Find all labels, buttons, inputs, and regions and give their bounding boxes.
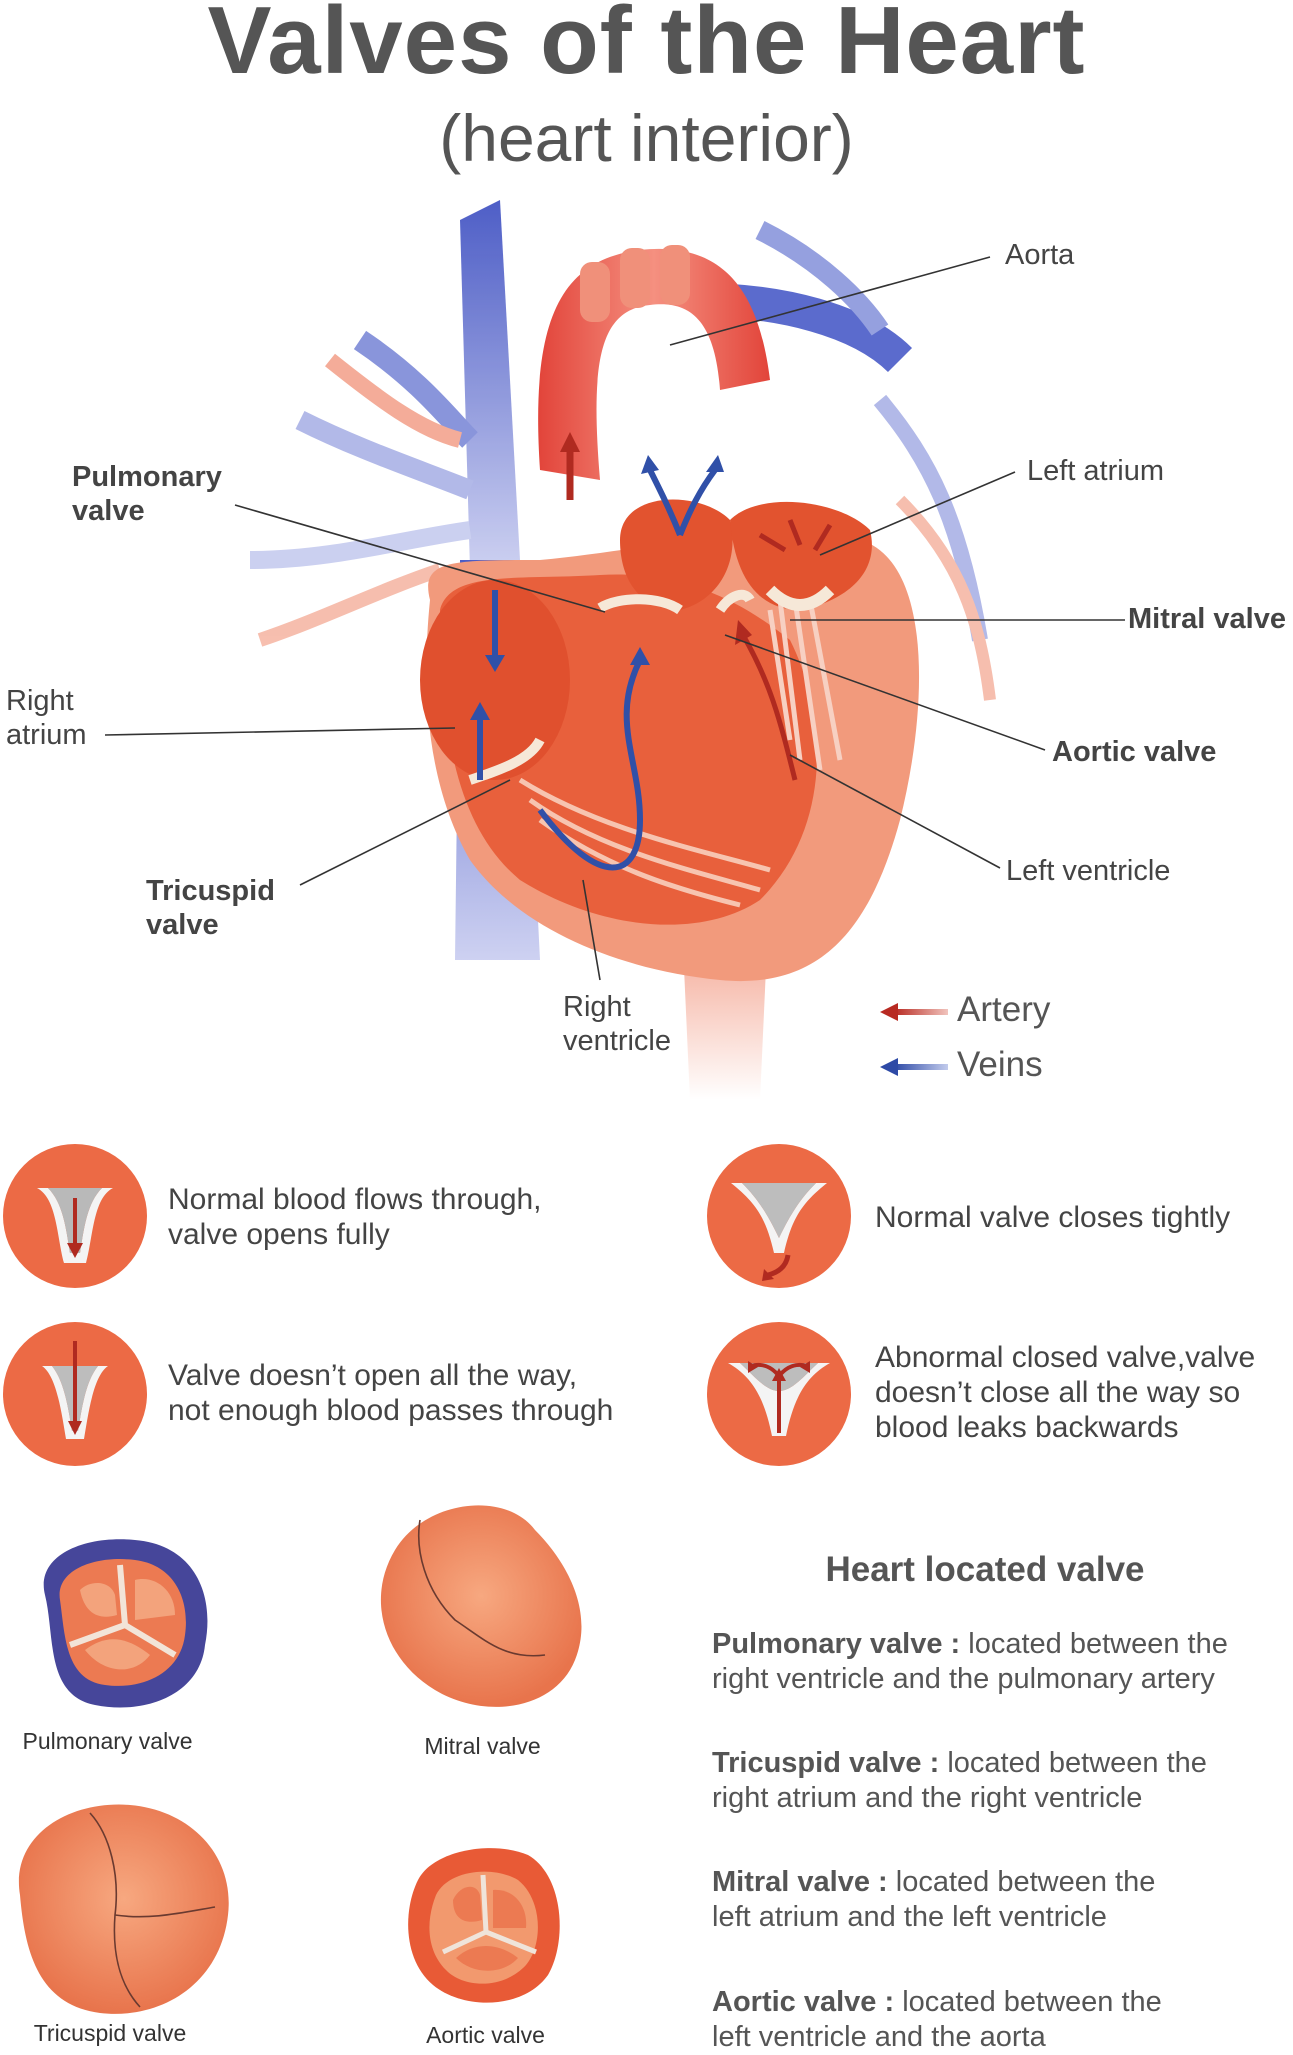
located-pulmonary-name: Pulmonary valve : bbox=[712, 1628, 961, 1660]
tricuspid-valve-caption: Tricuspid valve bbox=[33, 2020, 187, 2046]
label-right-ventricle: Right ventricle bbox=[563, 990, 671, 1058]
aortic-valve-caption: Aortic valve bbox=[426, 2022, 545, 2048]
legend-artery: Artery bbox=[957, 990, 1051, 1029]
condition-normal-closed: Normal valve closes tightly bbox=[875, 1200, 1230, 1235]
label-right-ventricle-line1: Right bbox=[563, 991, 631, 1023]
located-tricuspid-name: Tricuspid valve : bbox=[712, 1747, 940, 1779]
mitral-valve-caption: Mitral valve bbox=[424, 1733, 541, 1759]
located-pulmonary-text1: located between the bbox=[960, 1628, 1228, 1660]
located-mitral: Mitral valve : located between the left … bbox=[712, 1865, 1272, 1935]
condition-stenosis: Valve doesn’t open all the way, not enou… bbox=[168, 1358, 613, 1428]
pulmonary-valve-caption: Pulmonary valve bbox=[22, 1728, 193, 1754]
label-pulmonary-valve: Pulmonary valve bbox=[72, 460, 222, 528]
label-tricuspid-valve: Tricuspid valve bbox=[146, 874, 275, 942]
condition-regurgitation: Abnormal closed valve,valve doesn’t clos… bbox=[875, 1340, 1255, 1445]
located-aortic: Aortic valve : located between the left … bbox=[712, 1985, 1272, 2055]
label-tricuspid-valve-line1: Tricuspid bbox=[146, 875, 275, 907]
located-mitral-text1: located between the bbox=[887, 1866, 1156, 1898]
condition-stenosis-line2: not enough blood passes through bbox=[168, 1394, 614, 1427]
label-left-atrium: Left atrium bbox=[1027, 455, 1164, 487]
heart-diagram bbox=[104, 200, 1125, 1100]
located-mitral-name: Mitral valve : bbox=[712, 1866, 888, 1898]
condition-normal-open-line2: valve opens fully bbox=[168, 1218, 390, 1251]
valve-narrow-icon bbox=[3, 1322, 147, 1466]
vein-arrow-icon bbox=[880, 1058, 948, 1076]
label-right-ventricle-line2: ventricle bbox=[563, 1025, 671, 1057]
valve-open-icon bbox=[3, 1144, 147, 1288]
label-pulmonary-valve-line1: Pulmonary bbox=[72, 461, 222, 493]
condition-normal-open-line1: Normal blood flows through, bbox=[168, 1183, 542, 1216]
label-tricuspid-valve-line2: valve bbox=[146, 909, 219, 941]
legend-veins: Veins bbox=[957, 1045, 1043, 1084]
label-right-atrium-line1: Right bbox=[6, 685, 74, 717]
located-pulmonary-text2: right ventricle and the pulmonary artery bbox=[712, 1663, 1215, 1695]
label-left-ventricle: Left ventricle bbox=[1006, 855, 1171, 887]
label-aortic-valve: Aortic valve bbox=[1052, 736, 1217, 768]
aortic-valve-illustration bbox=[408, 1848, 560, 2003]
label-pulmonary-valve-line2: valve bbox=[72, 495, 145, 527]
condition-regurgitation-line3: blood leaks backwards bbox=[875, 1411, 1179, 1444]
condition-normal-closed-line1: Normal valve closes tightly bbox=[875, 1201, 1231, 1234]
located-aortic-text1: located between the bbox=[894, 1986, 1162, 2018]
located-tricuspid-text2: right atrium and the right ventricle bbox=[712, 1782, 1143, 1814]
pulmonary-valve-illustration bbox=[43, 1539, 208, 1708]
located-aortic-text2: left ventricle and the aorta bbox=[712, 2021, 1046, 2053]
page-title: Valves of the Heart bbox=[207, 0, 1086, 94]
valve-closed-icon bbox=[707, 1144, 851, 1288]
located-tricuspid-text1: located between the bbox=[939, 1747, 1207, 1779]
condition-normal-open: Normal blood flows through, valve opens … bbox=[168, 1182, 542, 1252]
located-tricuspid: Tricuspid valve : located between the ri… bbox=[712, 1746, 1272, 1816]
artery-arrow-icon bbox=[880, 1003, 948, 1021]
tricuspid-valve-illustration bbox=[18, 1804, 229, 2014]
located-aortic-name: Aortic valve : bbox=[712, 1986, 895, 2018]
condition-stenosis-line1: Valve doesn’t open all the way, bbox=[168, 1359, 578, 1392]
label-mitral-valve: Mitral valve bbox=[1128, 603, 1286, 635]
located-pulmonary: Pulmonary valve : located between the ri… bbox=[712, 1627, 1272, 1697]
label-right-atrium-line2: atrium bbox=[6, 719, 87, 751]
condition-regurgitation-line2: doesn’t close all the way so bbox=[875, 1376, 1241, 1409]
condition-regurgitation-line1: Abnormal closed valve,valve bbox=[875, 1341, 1256, 1374]
mitral-valve-illustration bbox=[380, 1505, 582, 1707]
valve-leak-icon bbox=[707, 1322, 851, 1466]
label-aorta: Aorta bbox=[1005, 239, 1075, 271]
located-mitral-text2: left atrium and the left ventricle bbox=[712, 1901, 1107, 1933]
located-heading: Heart located valve bbox=[825, 1550, 1145, 1589]
page-subtitle: (heart interior) bbox=[439, 101, 854, 175]
label-right-atrium: Right atrium bbox=[6, 684, 87, 752]
